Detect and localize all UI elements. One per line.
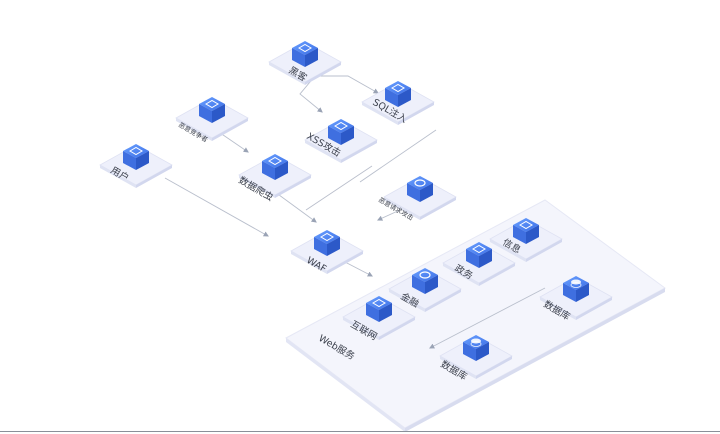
- node-tile-side: [136, 165, 172, 188]
- node-cube-left: [407, 183, 420, 202]
- node-glyph-icon: [414, 179, 426, 187]
- node-cube-right: [327, 237, 340, 256]
- node-tile-side: [305, 140, 341, 163]
- node-waf: WAF: [290, 230, 364, 275]
- node-glyph-icon: [298, 43, 312, 53]
- node-cube-left: [563, 283, 576, 302]
- node-cube-left: [466, 249, 479, 268]
- edge-user-to-waf: [164, 177, 269, 237]
- node-tile-side: [540, 297, 576, 320]
- node-tile-side: [384, 197, 420, 220]
- edge-crawler-to-waf: [274, 191, 317, 223]
- edge-sql-to-waf: [359, 129, 437, 183]
- node-cube-left: [366, 303, 379, 322]
- node-cube-right: [136, 151, 149, 170]
- node-cube-right: [275, 161, 288, 180]
- node-cube-right: [425, 275, 438, 294]
- node-xss-attack: XSS攻击: [304, 119, 378, 163]
- node-cube-right: [420, 183, 433, 202]
- node-tile-side: [343, 317, 379, 340]
- node-cube-left: [314, 237, 327, 256]
- edge-hacker-to-sql: [315, 75, 379, 94]
- node-database-left: 数据库: [439, 335, 513, 383]
- node-glyph-icon: [472, 244, 486, 254]
- node-tile-side: [443, 263, 479, 286]
- node-data-crawler: 数据爬虫: [237, 154, 312, 204]
- bottom-divider: [0, 431, 720, 432]
- node-cube-left: [385, 88, 398, 107]
- node-cube-right: [476, 342, 489, 361]
- node-glyph-icon: [334, 121, 348, 131]
- node-cube-right: [576, 283, 589, 302]
- node-government: 政务: [442, 242, 516, 286]
- node-tile-side: [269, 62, 305, 85]
- node-glyph-icon: [129, 146, 143, 156]
- database-icon: [471, 338, 481, 344]
- node-cube-left: [199, 104, 212, 123]
- node-cube-right: [398, 88, 411, 107]
- node-sql-injection: SQL注入: [361, 81, 435, 126]
- node-glyph-icon: [372, 298, 386, 308]
- node-cube-right: [479, 249, 492, 268]
- node-tile-side: [576, 297, 612, 320]
- node-tile-side: [389, 289, 425, 312]
- node-tile-side: [440, 356, 476, 379]
- node-cube-left: [262, 161, 275, 180]
- edge-xss-to-waf: [305, 165, 373, 211]
- node-tile-side: [362, 102, 398, 125]
- node-tile-side: [398, 102, 434, 125]
- node-cube-right: [526, 225, 539, 244]
- node-tile-side: [327, 251, 363, 274]
- node-cube-right: [341, 126, 354, 145]
- node-cube-right: [305, 48, 318, 67]
- node-cube-left: [292, 48, 305, 67]
- node-tile-side: [479, 263, 515, 286]
- database-icon: [571, 279, 581, 285]
- node-glyph-icon: [391, 83, 405, 93]
- node-tile-side: [275, 175, 311, 198]
- node-glyph-icon: [419, 271, 431, 279]
- database-icon-ring: [570, 282, 582, 288]
- node-data-competitor: 恶意竞争者: [175, 97, 249, 144]
- edge-malicious-to-waf: [377, 209, 401, 221]
- edge-backend-to-database-left: [429, 287, 546, 349]
- node-cube-right: [379, 303, 392, 322]
- node-cube-left: [463, 342, 476, 361]
- node-tile-side: [212, 118, 248, 141]
- node-cube-left: [328, 126, 341, 145]
- node-tile-side: [239, 175, 275, 198]
- node-cube-left: [123, 151, 136, 170]
- node-cube-left: [412, 275, 425, 294]
- edge-waf-to-backend: [344, 261, 373, 277]
- node-tile-side: [176, 118, 212, 141]
- node-tile-side: [420, 197, 456, 220]
- node-tile-side: [305, 62, 341, 85]
- node-tile-side: [341, 140, 377, 163]
- node-tile-side: [490, 239, 526, 262]
- node-tile-side: [291, 251, 327, 274]
- node-glyph-icon: [519, 220, 533, 230]
- node-internet: 互联网: [342, 296, 416, 343]
- node-tile-side: [476, 356, 512, 379]
- node-cube-right: [212, 104, 225, 123]
- node-cube-left: [513, 225, 526, 244]
- node-tile-side: [100, 165, 136, 188]
- node-tile-side: [526, 239, 562, 262]
- node-glyph-icon: [268, 156, 282, 166]
- node-glyph-icon: [320, 232, 334, 242]
- backend-platform: [285, 199, 666, 432]
- node-hacker: 黑客: [268, 41, 342, 85]
- node-tile-side: [379, 317, 415, 340]
- node-user: 用户: [99, 144, 173, 188]
- node-database-right: 数据库: [539, 276, 613, 323]
- node-tile-side: [425, 289, 461, 312]
- node-glyph-icon: [205, 99, 219, 109]
- database-icon-ring: [470, 341, 482, 347]
